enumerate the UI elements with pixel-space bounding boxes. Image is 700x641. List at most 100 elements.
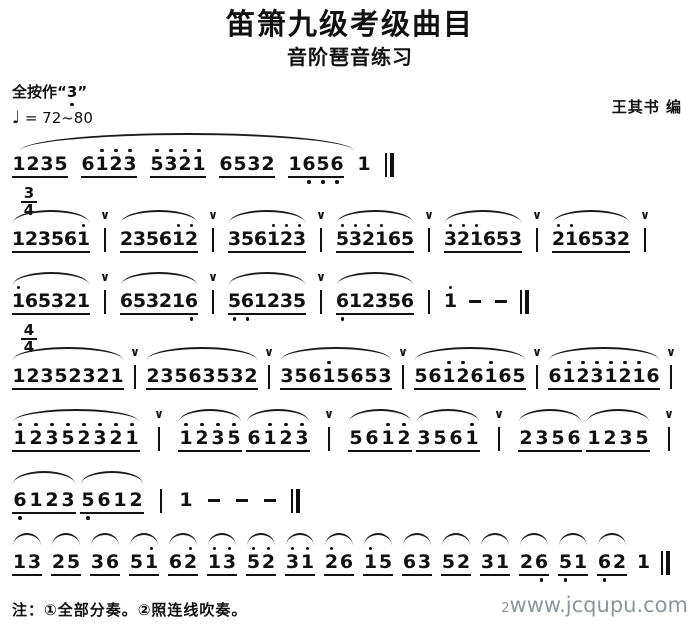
octave-dot-below-slot [378,390,392,397]
note: 3 [38,222,51,250]
notes-row: 1 [178,483,194,511]
octave-dots-below-row [120,253,198,260]
notes-row: 1 [636,545,651,573]
note-digit: 5 [512,365,526,387]
note: 2 [178,147,192,175]
quote-close: ” [77,83,88,101]
note: 3 [44,421,60,449]
note-digit: 5 [227,290,242,312]
time-signature-top: 3 [23,184,35,202]
octave-dots-below-row [12,253,90,260]
octave-dot-below-slot [96,514,112,521]
note-digit: 5 [316,153,330,175]
octave-dot-above-slot [565,222,578,228]
note: 6 [483,222,496,250]
octave-dot-below-slot [183,576,198,583]
octave-dot-above [149,546,154,550]
octave-dot-below-slot [375,315,388,322]
octave-dot-above-slot [60,421,76,427]
note-digit: 2 [456,228,471,250]
octave-dot-above [297,223,302,227]
note-digit: 6 [63,228,78,250]
note: 2 [261,545,276,573]
fingering-label: 全按作“3” [12,82,93,106]
note-digit: 2 [361,228,376,250]
slur-arc [247,533,275,546]
barline [156,470,166,513]
octave-dot-below [335,180,339,184]
note: 2 [519,545,534,573]
slur-arc [229,272,305,285]
octave-dot-above [461,223,466,227]
note-digit: 2 [63,290,78,312]
note-digit: 5 [378,551,393,573]
barline: ∨ [424,209,434,252]
thin-bar [660,551,663,575]
note: 6 [388,222,401,250]
note: 1 [565,222,578,250]
octave-dot-below-slot [228,253,241,260]
octave-dot-above-slot [178,421,194,427]
note-digit: 6 [387,228,402,250]
note: 1 [262,421,278,449]
octave-dots-below-row [444,312,457,319]
slur-arc [13,409,139,422]
note-digit: 2 [551,228,566,250]
octave-dot-below-slot [230,390,244,397]
breath-mark: ∨ [424,208,434,222]
note: 1 [124,421,140,449]
note: 5 [54,359,68,387]
octave-dot-above [329,546,334,550]
note: 1 [267,222,280,250]
octave-dot-below-slot [349,315,362,322]
octave-dot-below-slot [336,253,349,260]
octave-dot-above-slot [322,359,336,365]
note-digit: 3 [603,228,618,250]
octave-dots-below-row [246,452,310,459]
octave-dot-below [245,317,250,321]
octave-dot-above-slot [261,545,276,551]
note: 6 [336,284,349,312]
note: 5 [216,359,230,387]
octave-dot-below-slot [120,253,133,260]
note-digit: 1 [11,290,26,312]
note-digit: 3 [230,365,244,387]
octave-dot-below-slot [322,390,336,397]
octave-dot-below-slot [247,178,261,185]
octave-dot-below-slot [222,576,237,583]
octave-dot-below-slot [441,576,456,583]
octave-dot-below-slot [285,576,300,583]
octave-dot-above-slot [109,147,123,153]
octave-dot-below-slot [188,390,202,397]
slur-arc [587,409,649,422]
note-digit: 6 [81,153,95,175]
octave-dot-below-slot [246,576,261,583]
beam-line [12,313,90,315]
breath-mark: ∨ [100,208,110,222]
note: 5 [336,222,349,250]
octave-dot-below-slot [90,576,105,583]
note: 2 [109,147,123,175]
octave-dot-below-slot [68,390,82,397]
beam-line [12,251,90,253]
beam-line [416,450,480,452]
octave-dot-below-slot [146,315,159,322]
note: 2 [25,222,38,250]
note-digit: 2 [109,153,123,175]
note: 6 [350,359,364,387]
octave-dot-below-slot [509,253,522,260]
barline: ∨ [100,271,110,314]
note-digit: 2 [519,427,533,449]
octave-dot-below [232,317,237,321]
note: 2 [261,147,275,175]
note-digit: 6 [470,365,484,387]
octave-dot-above [448,285,453,289]
